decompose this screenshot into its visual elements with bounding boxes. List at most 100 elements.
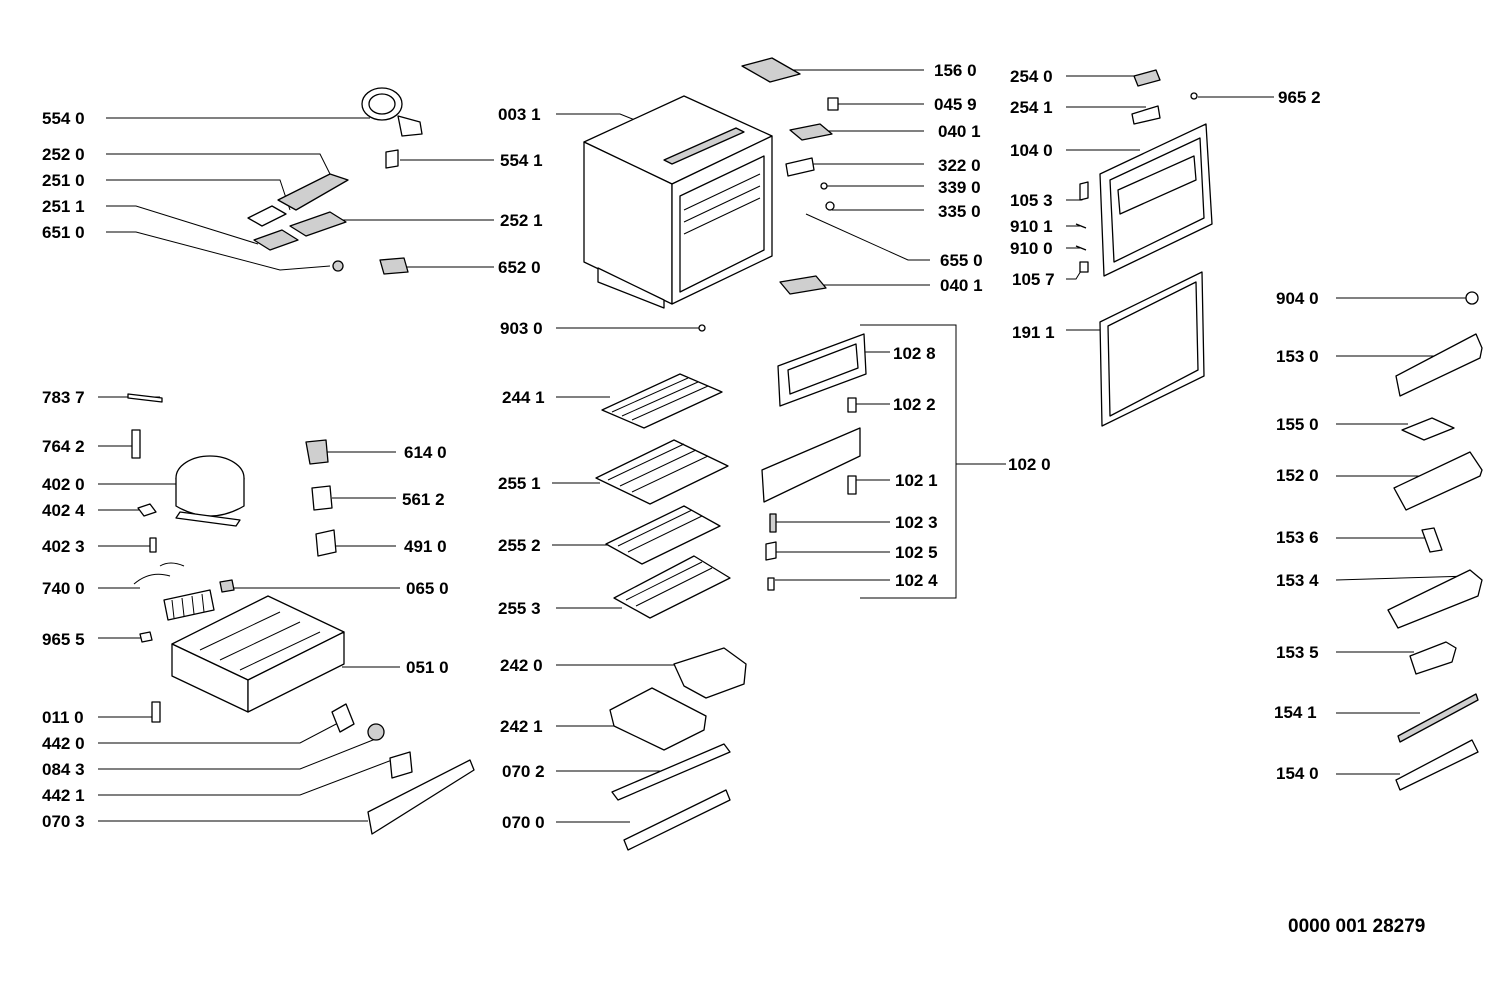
nut-part: [825, 201, 835, 211]
part-label-9100: 910 0: [1010, 239, 1053, 258]
part-label-4024: 402 4: [42, 501, 85, 520]
part-label-1025: 102 5: [895, 543, 938, 562]
part-label-1530: 153 0: [1276, 347, 1319, 366]
part-label-0703: 070 3: [42, 812, 85, 831]
part-label-3220: 322 0: [938, 156, 981, 175]
part-label-0702: 070 2: [502, 762, 545, 781]
plug-part: [139, 631, 153, 643]
part-label-5612: 561 2: [402, 490, 445, 509]
part-label-0650: 065 0: [406, 579, 449, 598]
part-label-3350: 335 0: [938, 202, 981, 221]
part-label-4910: 491 0: [404, 537, 447, 556]
lamp-cover-part: [247, 205, 287, 227]
washer-part: [820, 182, 828, 190]
part-label-4020: 402 0: [42, 475, 85, 494]
part-label-1520: 152 0: [1276, 466, 1319, 485]
part-label-1040: 104 0: [1010, 141, 1053, 160]
part-label-0700: 070 0: [502, 813, 545, 832]
part-label-2520: 252 0: [42, 145, 85, 164]
part-label-4421: 442 1: [42, 786, 85, 805]
clip-part: [385, 149, 399, 169]
clamp-part: [219, 579, 235, 593]
part-labels: 554 0 252 0 251 0 251 1 651 0 554 1 252 …: [42, 61, 1321, 832]
base-tray-part: [171, 595, 345, 713]
filter-drier-part: [131, 429, 141, 459]
part-label-0401-upper: 040 1: [938, 122, 981, 141]
shelf-parts: [595, 373, 731, 619]
part-label-1911: 191 1: [1012, 323, 1055, 342]
part-label-0510: 051 0: [406, 658, 449, 677]
thermostat-part: [379, 257, 409, 275]
part-label-0401-lower: 040 1: [940, 276, 983, 295]
part-label-6140: 614 0: [404, 443, 447, 462]
part-illustrations: [127, 57, 1483, 851]
part-label-2553: 255 3: [498, 599, 541, 618]
part-label-5541: 554 1: [500, 151, 543, 170]
part-label-1024: 102 4: [895, 571, 938, 590]
part-label-2510: 251 0: [42, 171, 85, 190]
part-label-4023: 402 3: [42, 537, 85, 556]
part-label-0459: 045 9: [934, 95, 977, 114]
leader-lines: [98, 69, 1471, 823]
part-label-0031: 003 1: [498, 105, 541, 124]
part-label-6510: 651 0: [42, 223, 85, 242]
bottle-rack-part: [1387, 569, 1483, 629]
condenser-part: [133, 562, 215, 621]
cabinet-part: [583, 95, 773, 309]
document-id: 0000 001 28279: [1288, 916, 1426, 937]
hinge-upper-part: [789, 123, 833, 141]
holder-part: [389, 751, 413, 779]
crisper-small-part: [673, 647, 747, 699]
part-label-1540: 154 0: [1276, 764, 1319, 783]
part-label-1560: 156 0: [934, 61, 977, 80]
part-label-2541: 254 1: [1010, 98, 1053, 117]
part-label-0843: 084 3: [42, 760, 85, 779]
part-label-2511: 251 1: [42, 197, 85, 216]
part-label-7837: 783 7: [42, 388, 85, 407]
ice-tray-part: [741, 57, 801, 83]
part-label-1541: 154 1: [1274, 703, 1317, 722]
door-bin-part: [1393, 451, 1483, 511]
part-label-1053: 105 3: [1010, 191, 1053, 210]
door-gasket-part: [1099, 271, 1205, 427]
small-bin-part: [1409, 641, 1457, 675]
door-panel-part: [1099, 123, 1213, 277]
spring-part: [151, 701, 161, 723]
bolt-part: [149, 537, 157, 553]
part-label-7400: 740 0: [42, 579, 85, 598]
part-label-6550: 655 0: [940, 251, 983, 270]
part-label-9101: 910 1: [1010, 217, 1053, 236]
part-label-9040: 904 0: [1276, 289, 1319, 308]
part-label-2420: 242 0: [500, 656, 543, 675]
screw-part: [698, 324, 706, 332]
part-label-9030: 903 0: [500, 319, 543, 338]
grille-parts: [253, 211, 347, 251]
part-label-1550: 155 0: [1276, 415, 1319, 434]
part-label-1534: 153 4: [1276, 571, 1319, 590]
part-label-1021: 102 1: [895, 471, 938, 490]
part-label-4420: 442 0: [42, 734, 85, 753]
bracket-part: [331, 703, 355, 733]
part-label-5540: 554 0: [42, 109, 85, 128]
knob-part: [332, 260, 344, 272]
overload-part: [311, 485, 333, 511]
knob-assembly-part: [367, 723, 385, 741]
handle-part: [1133, 69, 1161, 87]
part-label-2552: 255 2: [498, 536, 541, 555]
part-label-3390: 339 0: [938, 178, 981, 197]
part-label-1020: 102 0: [1008, 455, 1051, 474]
divider-part: [1421, 527, 1443, 553]
part-label-9652: 965 2: [1278, 88, 1321, 107]
part-label-9655: 965 5: [42, 630, 85, 649]
part-label-1057: 105 7: [1012, 270, 1055, 289]
door-pin-part: [1131, 105, 1161, 125]
compressor-part: [175, 455, 245, 527]
part-label-2421: 242 1: [500, 717, 543, 736]
part-label-1535: 153 5: [1276, 643, 1319, 662]
part-label-0110: 011 0: [42, 708, 84, 727]
egg-tray-part: [1401, 417, 1455, 441]
hinge-lower-part: [779, 275, 827, 295]
freezer-door-part: [761, 427, 861, 503]
